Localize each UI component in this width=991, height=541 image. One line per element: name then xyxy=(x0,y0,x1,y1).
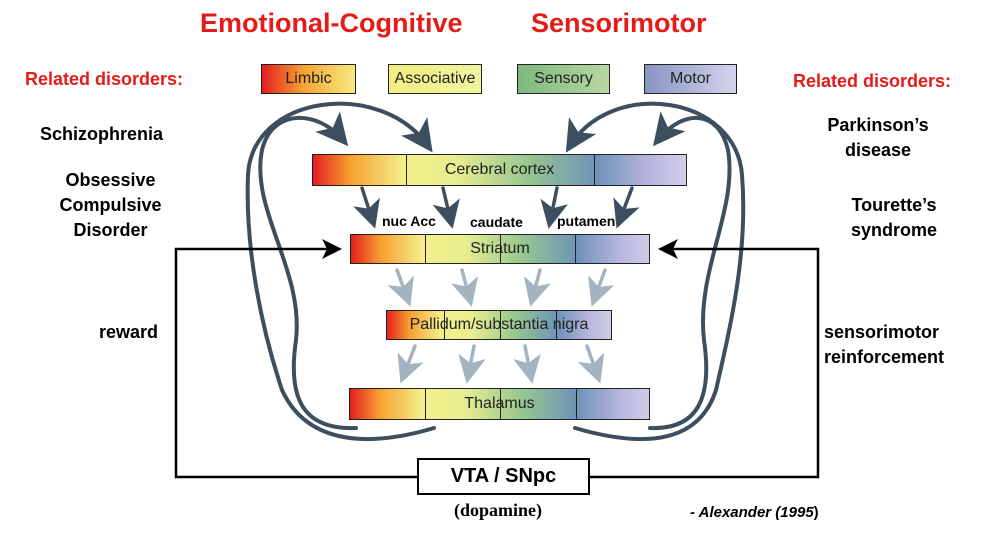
disorder-parkinsons-line-2: disease xyxy=(844,140,912,160)
arrow-striatum-pallidum-4 xyxy=(588,268,615,307)
arrow-cortex-striatum-1 xyxy=(353,186,380,229)
disorder-ocd: Obsessive Compulsive Disorder xyxy=(48,168,173,243)
label-sensorimotor-line-1: sensorimotor xyxy=(824,322,940,342)
label-sensorimotor-line-2: reinforcement xyxy=(824,347,945,367)
label-caudate: caudate xyxy=(470,214,523,230)
legend-associative: Associative xyxy=(388,64,482,94)
bar-divider xyxy=(425,389,426,419)
related-disorders-left: Related disorders: xyxy=(25,69,184,89)
disorder-parkinsons-line-1: Parkinson’s xyxy=(827,115,929,135)
citation: - Alexander (1995) xyxy=(690,504,819,521)
bar-thalamus: Thalamus xyxy=(349,388,650,420)
dopamine-loop-left xyxy=(174,239,418,479)
bar-pallidum: Pallidum/substantia nigra xyxy=(386,310,612,340)
arrow-pallidum-thalamus-1 xyxy=(397,344,424,384)
legend-motor-label: Motor xyxy=(670,70,711,87)
label-dopamine: (dopamine) xyxy=(454,500,543,520)
arrow-cortex-striatum-4 xyxy=(613,186,640,229)
bar-divider xyxy=(500,389,501,419)
loop-arrow-limbic xyxy=(258,111,358,431)
arrow-pallidum-thalamus-3 xyxy=(513,344,541,384)
legend-limbic-label: Limbic xyxy=(285,70,332,87)
dopamine-loop-right xyxy=(589,239,820,479)
vta-snpc-box: VTA / SNpc xyxy=(417,458,590,495)
header-sensorimotor: Sensorimotor xyxy=(531,8,707,38)
bar-divider xyxy=(594,155,595,185)
arrow-cortex-striatum-3 xyxy=(540,186,568,229)
disorder-ocd-line-3: Disorder xyxy=(73,220,148,240)
loop-arrow-motor xyxy=(648,111,732,431)
bar-striatum-label: Striatum xyxy=(470,240,530,257)
legend-sensory: Sensory xyxy=(517,64,610,94)
disorder-ocd-line-1: Obsessive xyxy=(65,170,156,190)
vta-snpc-label: VTA / SNpc xyxy=(450,465,557,487)
arrow-pallidum-thalamus-2 xyxy=(458,344,486,384)
related-disorders-right: Related disorders: xyxy=(793,71,952,91)
bar-thalamus-label: Thalamus xyxy=(464,395,535,412)
legend-motor: Motor xyxy=(644,64,737,94)
arrow-striatum-pallidum-3 xyxy=(523,268,551,307)
arrow-striatum-pallidum-1 xyxy=(387,268,414,307)
bar-divider xyxy=(575,235,576,263)
citation-close-paren: ) xyxy=(813,504,819,521)
bar-divider xyxy=(576,389,577,419)
legend-limbic: Limbic xyxy=(261,64,356,94)
bar-divider xyxy=(556,311,557,339)
disorder-tourettes-line-2: syndrome xyxy=(850,220,938,240)
bar-divider xyxy=(444,311,445,339)
bar-pallidum-label: Pallidum/substantia nigra xyxy=(409,316,589,333)
label-nuc-acc: nuc Acc xyxy=(382,213,436,229)
bar-cerebral-cortex: Cerebral cortex xyxy=(312,154,687,186)
loop-arrow-associative xyxy=(245,101,436,441)
legend-sensory-label: Sensory xyxy=(534,70,593,87)
bar-divider xyxy=(500,311,501,339)
bar-cerebral-cortex-label: Cerebral cortex xyxy=(444,161,555,178)
legend-associative-label: Associative xyxy=(394,70,476,87)
arrow-cortex-striatum-2 xyxy=(432,186,460,229)
loop-arrow-sensory xyxy=(565,101,746,441)
disorder-tourettes-line-1: Tourette’s xyxy=(851,195,937,215)
label-sensorimotor-reinforcement: sensorimotor reinforcement xyxy=(824,320,944,370)
bar-divider xyxy=(406,155,407,185)
label-reward: reward xyxy=(99,322,159,342)
bar-divider xyxy=(500,235,501,263)
disorder-schizophrenia: Schizophrenia xyxy=(40,124,164,144)
label-putamen: putamen xyxy=(557,213,616,229)
bar-striatum: Striatum xyxy=(350,234,650,264)
arrow-striatum-pallidum-2 xyxy=(451,268,479,307)
disorder-tourettes: Tourette’s syndrome xyxy=(835,193,953,243)
disorder-parkinsons: Parkinson’s disease xyxy=(822,113,934,163)
bar-divider xyxy=(425,235,426,263)
citation-text: - Alexander (1995 xyxy=(690,504,814,521)
arrow-pallidum-thalamus-4 xyxy=(577,344,605,384)
disorder-ocd-line-2: Compulsive xyxy=(59,195,162,215)
header-emotional-cognitive: Emotional-Cognitive xyxy=(200,8,463,38)
